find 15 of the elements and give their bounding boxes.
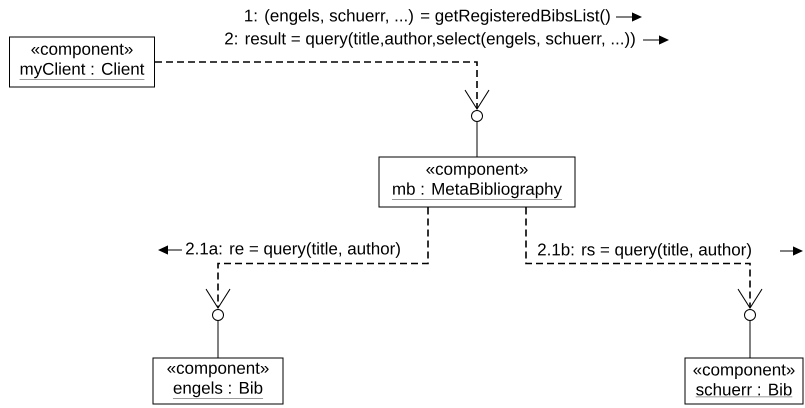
- interface-circle: [212, 309, 224, 321]
- dependency-arrow: [155, 61, 490, 110]
- component-box: «component» schuerr : Bib: [684, 358, 804, 404]
- dependency-arrow: [206, 208, 429, 309]
- connector-line: [476, 122, 478, 157]
- interface-circle: [471, 110, 483, 122]
- message-label: 1: (engels, schuerr, ...) = getRegisteredBibsList(): [245, 9, 610, 25]
- message-label: 2: result = query(title,author,select(engels, schuerr, ...)): [225, 32, 635, 48]
- dependency-arrow: [525, 208, 762, 309]
- component-box: «component» engels : Bib: [152, 358, 284, 404]
- message-label: 2.1b: rs = query(title, author): [538, 243, 751, 259]
- interface-circle: [744, 309, 756, 321]
- component-box: «component» mb : MetaBibliography: [378, 156, 576, 208]
- message-label: 2.1a: re = query(title, author): [186, 242, 400, 258]
- component-box: «component» myClient : Client: [9, 36, 155, 88]
